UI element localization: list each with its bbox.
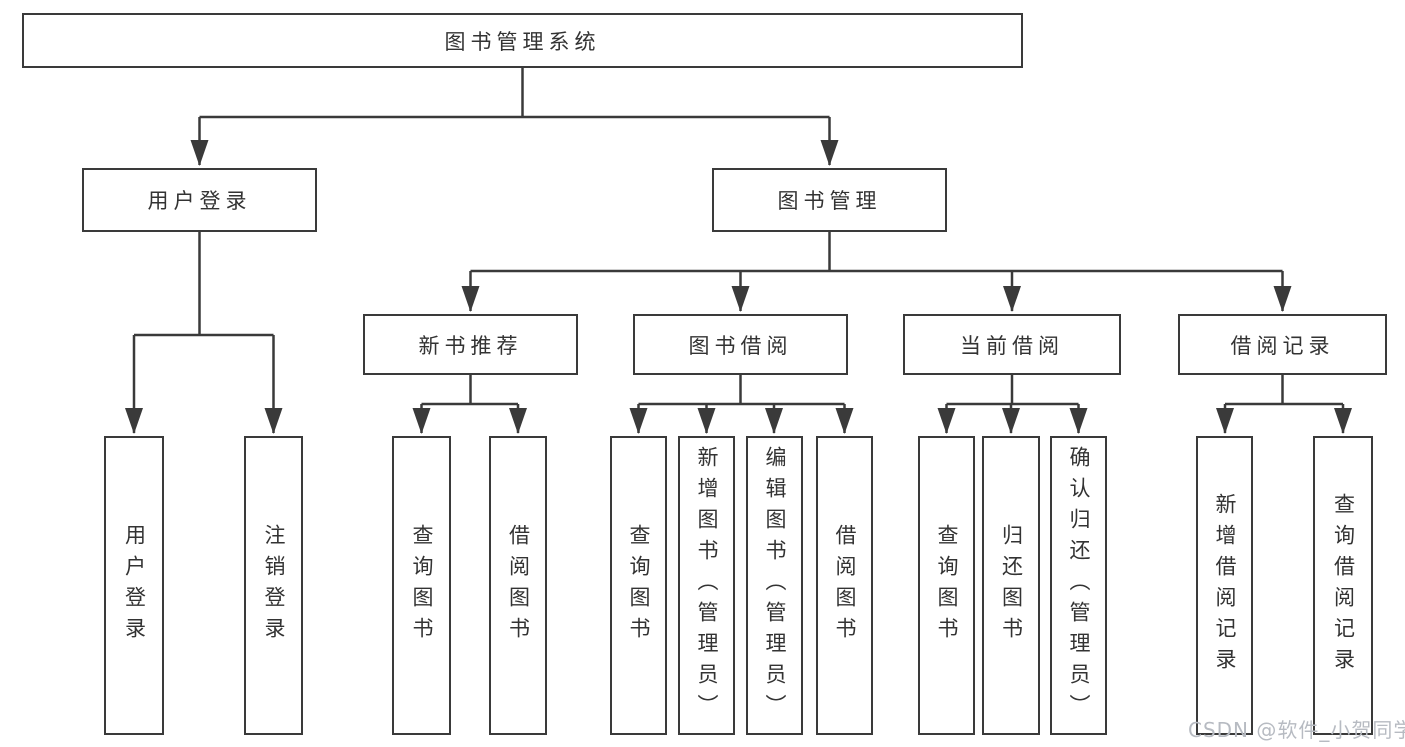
node-book-management: 图书管理 [712,168,947,232]
connector-book-management-split [461,232,1292,312]
leaf-edit-books-admin-label: 编辑图书（管理员） [763,446,788,725]
node-book-borrowing: 图书借阅 [633,314,848,375]
leaf-confirm-return-admin: 确认归还（管理员） [1050,436,1107,735]
connector-root-split [190,68,839,166]
leaf-query-books-current-label: 查询图书 [935,523,960,648]
leaf-add-books-admin-label: 新增图书（管理员） [695,446,720,725]
leaf-logout: 注销登录 [244,436,303,735]
leaf-borrow-books-borrowing: 借阅图书 [816,436,873,735]
node-user-login: 用户登录 [82,168,317,232]
leaf-edit-books-admin: 编辑图书（管理员） [746,436,803,735]
leaf-confirm-return-admin-label: 确认归还（管理员） [1067,446,1092,725]
leaf-query-books-recommend-label: 查询图书 [410,523,435,648]
leaf-add-borrow-record: 新增借阅记录 [1196,436,1253,735]
leaf-logout-label: 注销登录 [262,523,287,648]
leaf-borrow-books-recommend: 借阅图书 [489,436,547,735]
leaf-query-books-recommend: 查询图书 [392,436,451,735]
leaf-borrow-books-borrowing-label: 借阅图书 [833,523,858,648]
leaf-query-books-borrowing-label: 查询图书 [627,523,652,648]
leaf-return-books: 归还图书 [982,436,1040,735]
leaf-query-books-borrowing: 查询图书 [610,436,667,735]
leaf-user-login: 用户登录 [104,436,164,735]
leaf-return-books-label: 归还图书 [999,523,1024,648]
leaf-add-borrow-record-label: 新增借阅记录 [1213,492,1238,679]
node-borrowing-records: 借阅记录 [1178,314,1387,375]
leaf-borrow-books-recommend-label: 借阅图书 [506,523,531,648]
node-root-book-management-system: 图书管理系统 [22,13,1023,68]
connector-user-login-split [125,232,283,434]
connector-current-borrowing-split [937,375,1088,434]
leaf-user-login-label: 用户登录 [122,523,147,648]
node-current-borrowing: 当前借阅 [903,314,1121,375]
leaf-query-borrow-record-label: 查询借阅记录 [1331,492,1356,679]
leaf-add-books-admin: 新增图书（管理员） [678,436,735,735]
connector-new-book-split [412,375,527,434]
leaf-query-borrow-record: 查询借阅记录 [1313,436,1373,735]
connector-borrowing-records-split [1216,375,1352,434]
csdn-watermark: CSDN @软件_小贺同学 [1188,718,1405,742]
node-new-book-recommendation: 新书推荐 [363,314,578,375]
connector-book-borrowing-split [629,375,854,434]
leaf-query-books-current: 查询图书 [918,436,975,735]
